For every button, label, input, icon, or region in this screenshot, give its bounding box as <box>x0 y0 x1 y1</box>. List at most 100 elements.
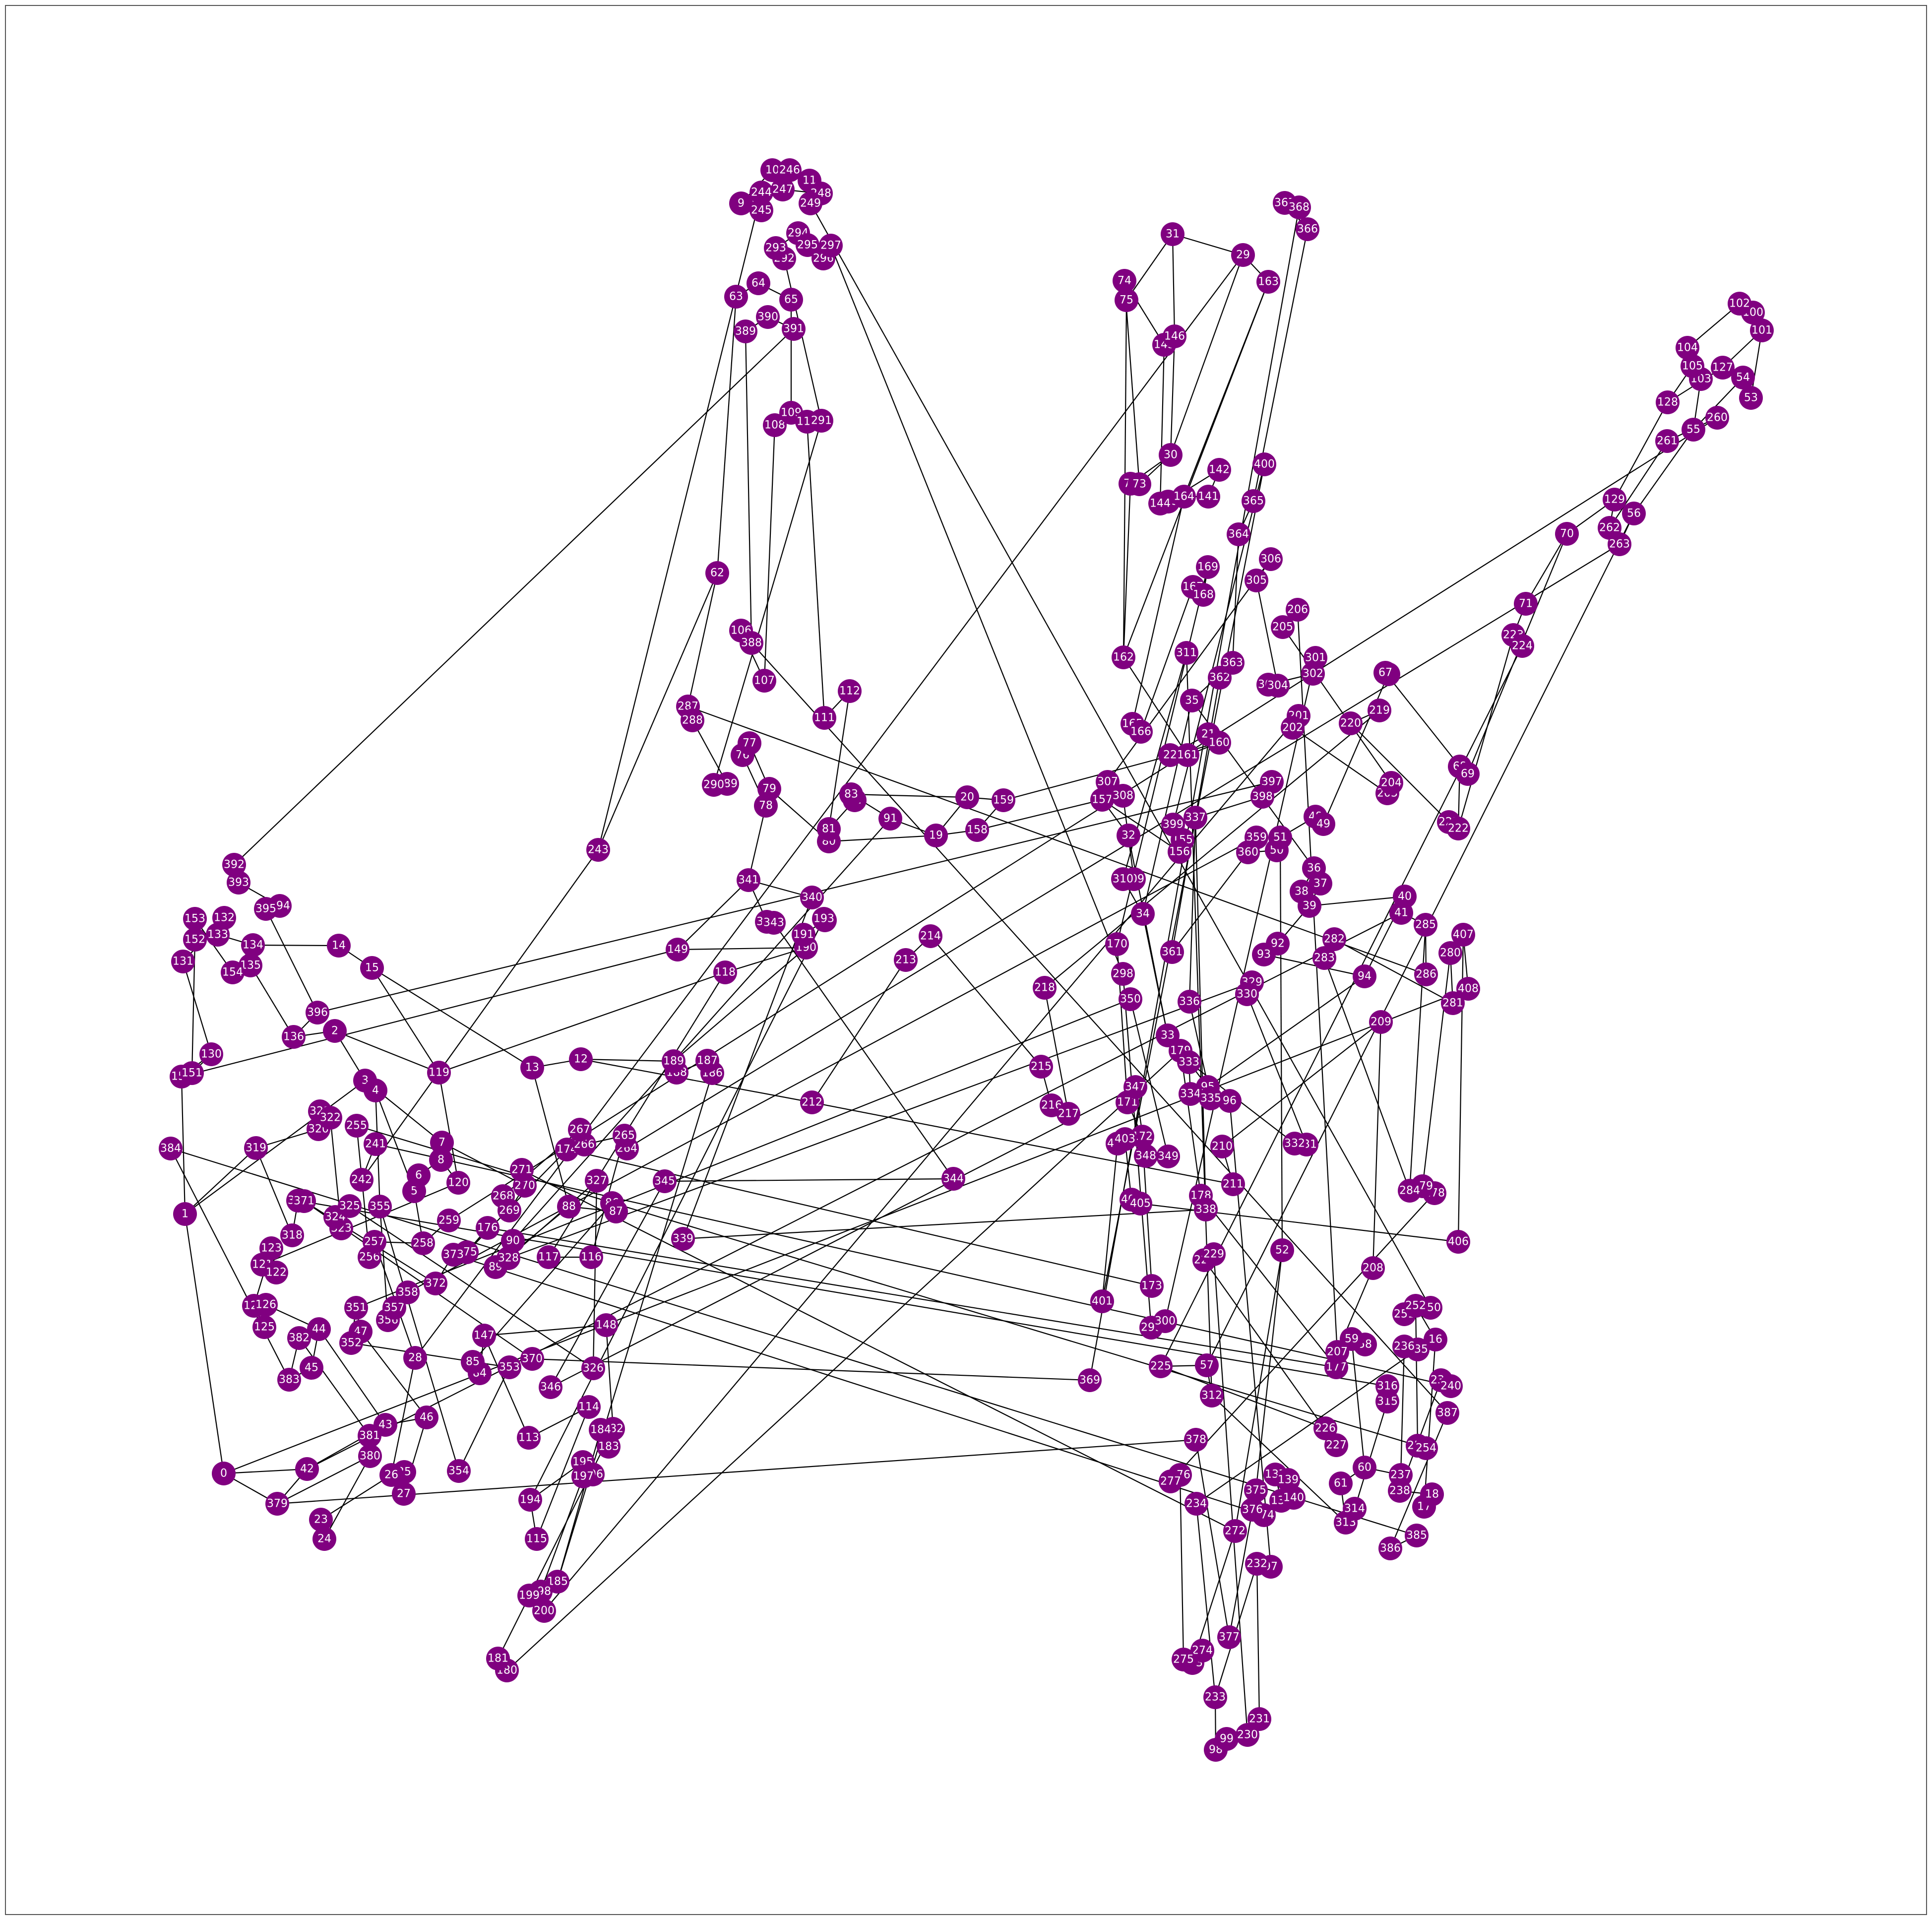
node-label: 355 <box>370 1201 390 1213</box>
node-215: 215 <box>1029 1055 1053 1079</box>
node-267: 267 <box>568 1118 592 1142</box>
node-306: 306 <box>1259 547 1283 571</box>
node-label: 401 <box>1092 1295 1113 1308</box>
node-55: 55 <box>1682 418 1705 442</box>
node-circle <box>239 954 262 977</box>
node-circle <box>254 897 278 921</box>
node-circle <box>1115 288 1138 312</box>
node-label: 338 <box>1195 1204 1216 1216</box>
node-circle <box>1199 1087 1223 1110</box>
node-circle <box>919 924 942 948</box>
node-circle <box>799 192 822 215</box>
node-label: 306 <box>1260 553 1281 566</box>
node-label: 325 <box>339 1200 360 1213</box>
node-circle <box>1379 771 1403 795</box>
node-label: 159 <box>993 794 1014 807</box>
edge-177-178 <box>1200 1195 1337 1368</box>
node-circle <box>222 853 246 877</box>
edge-46-47 <box>360 1331 427 1418</box>
edge-179-180 <box>506 1050 1181 1671</box>
node-408: 408 <box>1456 977 1480 1001</box>
node-111: 111 <box>812 706 836 730</box>
node-circle <box>763 413 787 437</box>
node-300: 300 <box>1153 1309 1177 1333</box>
node-circle <box>537 1245 561 1269</box>
edge-391-392 <box>234 328 794 865</box>
edge-338-339 <box>683 1209 1206 1240</box>
node-236: 236 <box>1392 1335 1416 1358</box>
node-circle <box>241 933 265 957</box>
node-114: 114 <box>577 1395 601 1419</box>
node-label: 339 <box>673 1233 693 1245</box>
node-circle <box>338 1194 362 1218</box>
node-336: 336 <box>1178 990 1201 1014</box>
node-259: 259 <box>437 1209 461 1232</box>
node-116: 116 <box>579 1245 603 1269</box>
edge-275-276 <box>1179 1474 1184 1660</box>
node-circle <box>589 1418 613 1442</box>
node-circle <box>221 960 245 984</box>
node-26: 26 <box>379 1463 403 1487</box>
node-label: 298 <box>1113 968 1133 980</box>
node-108: 108 <box>763 413 787 437</box>
node-circle <box>1029 1055 1053 1079</box>
edge-227-228 <box>1204 1260 1337 1446</box>
node-136: 136 <box>282 1025 306 1049</box>
node-label: 127 <box>1712 362 1733 374</box>
node-105: 105 <box>1681 354 1704 378</box>
node-label: 18 <box>1425 1488 1439 1501</box>
node-label: 220 <box>1340 717 1361 730</box>
node-label: 12 <box>574 1053 588 1066</box>
node-circle <box>604 1200 628 1223</box>
node-10: 10 <box>760 158 784 182</box>
node-circle <box>1322 927 1346 951</box>
node-label: 149 <box>667 944 688 956</box>
edge-54-55 <box>1693 377 1744 430</box>
node-circle <box>1414 962 1438 986</box>
node-circle <box>1456 977 1480 1001</box>
node-label: 372 <box>425 1278 446 1290</box>
edge-107-108 <box>763 425 776 681</box>
node-label: 337 <box>1185 812 1206 824</box>
node-226: 226 <box>1313 1416 1337 1440</box>
node-circle <box>159 1137 183 1160</box>
node-245: 245 <box>749 198 773 222</box>
node-label: 14 <box>332 940 346 952</box>
node-circle <box>1112 645 1135 669</box>
node-circle <box>277 1368 301 1392</box>
node-label: 52 <box>1275 1244 1289 1257</box>
node-circle <box>265 1492 289 1516</box>
edge-211-212 <box>811 1101 1234 1185</box>
node-circle <box>1731 366 1755 389</box>
edge-73-74 <box>1123 280 1140 485</box>
node-319: 319 <box>244 1136 268 1160</box>
node-label: 199 <box>519 1590 540 1602</box>
node-circle <box>1312 946 1336 970</box>
node-364: 364 <box>1227 522 1250 546</box>
node-circle <box>1681 354 1704 378</box>
edge-178-179 <box>1180 1050 1202 1196</box>
node-231: 231 <box>1247 1707 1271 1731</box>
node-353: 353 <box>498 1355 521 1379</box>
node-395: 395 <box>254 897 278 921</box>
edge-318-319 <box>255 1148 293 1236</box>
node-circle <box>1656 390 1680 414</box>
node-label: 77 <box>743 737 756 750</box>
node-70: 70 <box>1555 522 1579 546</box>
node-circle <box>1111 867 1135 891</box>
node-label: 213 <box>895 954 916 966</box>
node-label: 184 <box>590 1424 611 1436</box>
node-circle <box>1420 1482 1444 1506</box>
node-197: 197 <box>571 1465 595 1488</box>
node-310: 310 <box>1111 867 1135 891</box>
node-circle <box>737 868 760 892</box>
node-label: 233 <box>1205 1691 1226 1704</box>
node-circle <box>183 928 207 952</box>
node-85: 85 <box>461 1350 485 1374</box>
node-label: 197 <box>573 1471 594 1483</box>
edge-291-292 <box>783 258 822 421</box>
node-401: 401 <box>1090 1289 1114 1313</box>
node-label: 399 <box>1163 819 1184 831</box>
node-383: 383 <box>277 1368 301 1392</box>
node-260: 260 <box>1705 406 1729 430</box>
